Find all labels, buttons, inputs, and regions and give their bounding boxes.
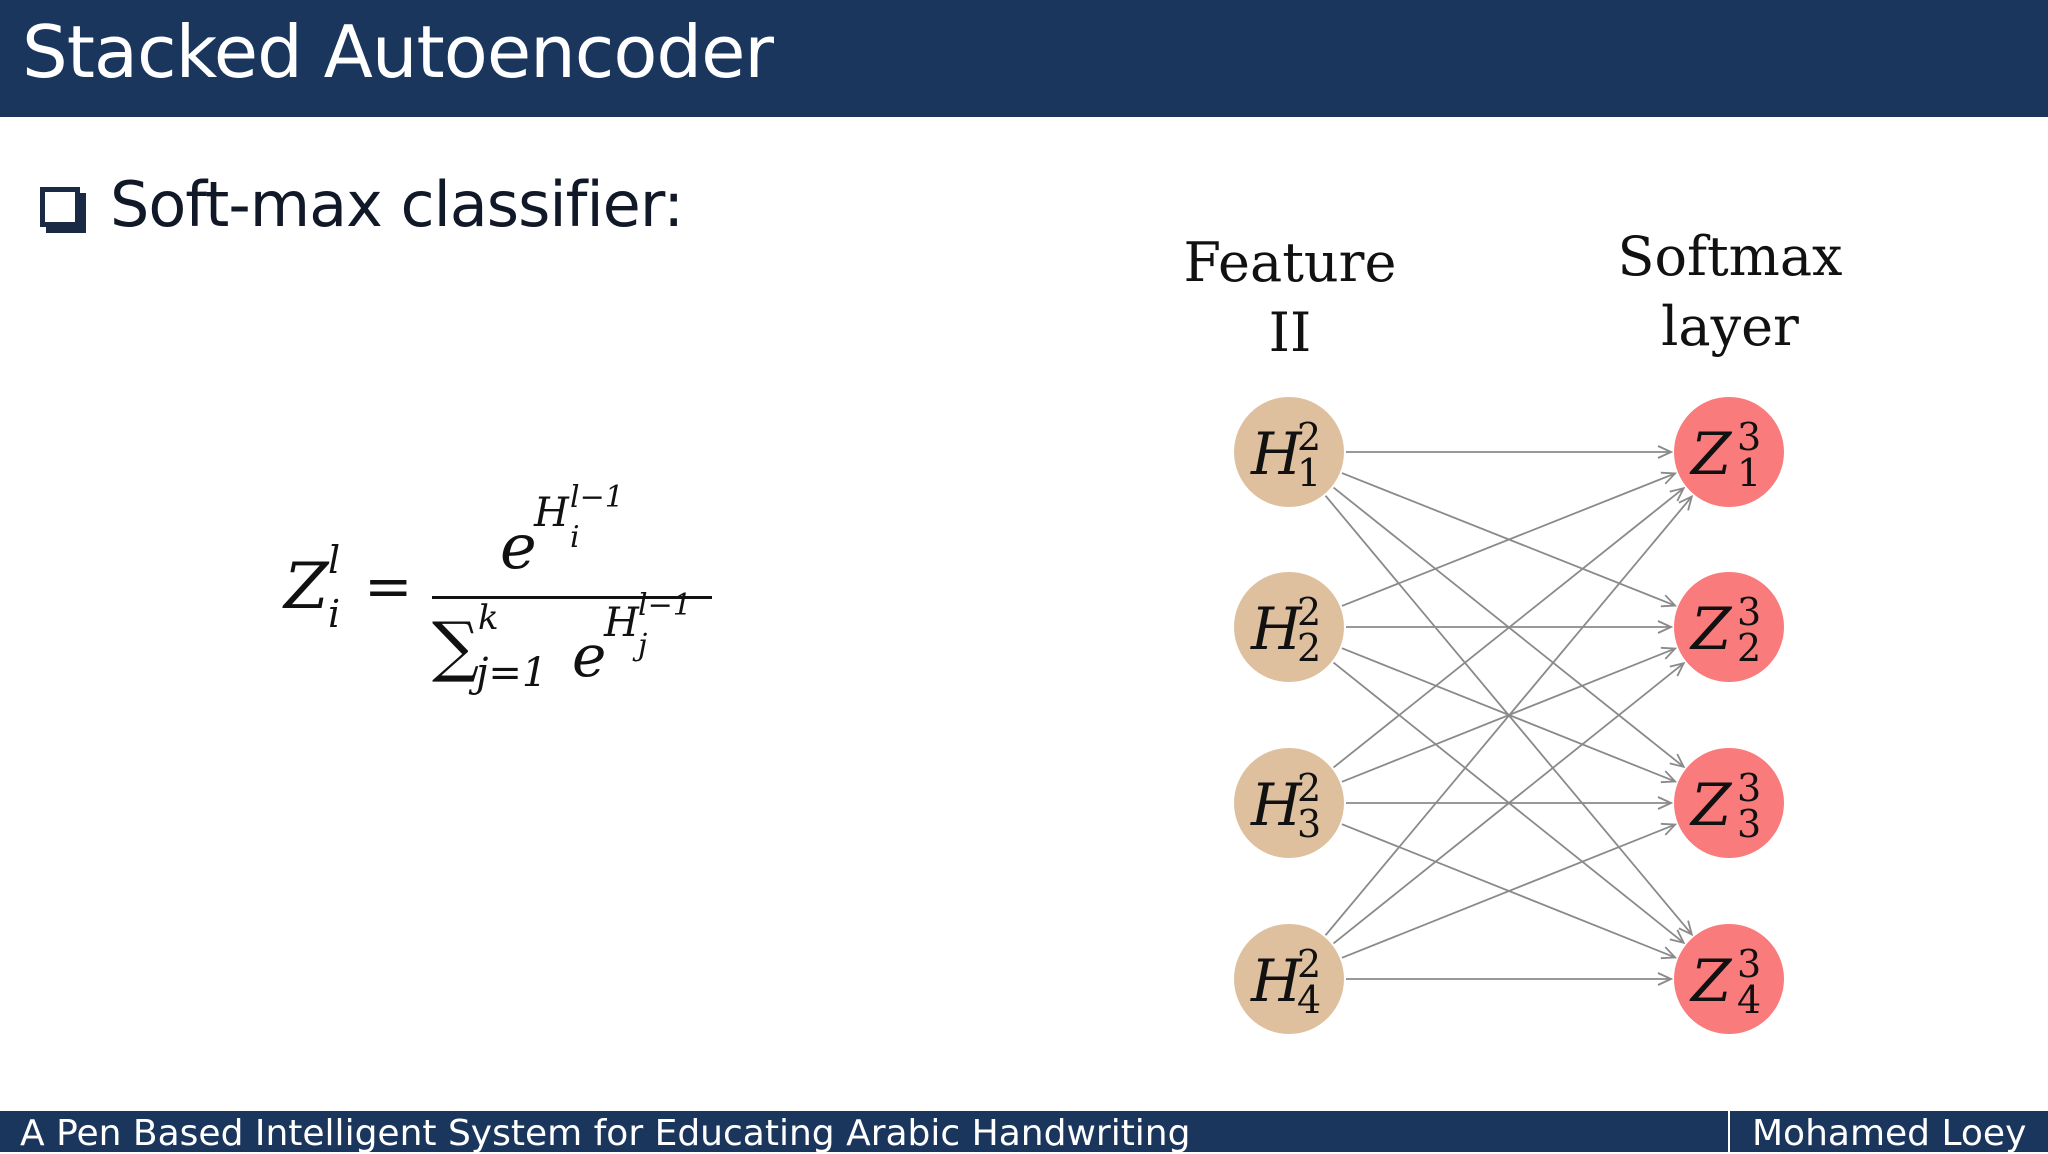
feature-node-h4-label: H bbox=[1250, 947, 1303, 1015]
softmax-node-z1-label-sup: 3 bbox=[1737, 415, 1761, 459]
edge-h4-z1 bbox=[1324, 497, 1692, 936]
right-layer-title: Softmax layer bbox=[1600, 222, 1860, 362]
edge-h4-z2 bbox=[1332, 663, 1684, 945]
feature-node-h3-label-sup: 2 bbox=[1297, 766, 1321, 810]
softmax-node-z3-circle bbox=[1674, 748, 1784, 858]
feature-node-h2-circle bbox=[1234, 572, 1344, 682]
softmax-node-z1-circle bbox=[1674, 397, 1784, 507]
sum-sigma: ∑ bbox=[432, 608, 480, 685]
softmax-node-z4-label-sup: 3 bbox=[1737, 942, 1761, 986]
softmax-node-z3-label: Z bbox=[1689, 771, 1733, 839]
footer-project-title: A Pen Based Intelligent System for Educa… bbox=[20, 1113, 1191, 1154]
softmax-node-z2-label-sub: 2 bbox=[1737, 626, 1761, 670]
softmax-node-z4-label: Z bbox=[1689, 947, 1733, 1015]
denominator-exponent: H bbox=[604, 600, 639, 646]
feature-node-h3: H23 bbox=[1234, 748, 1344, 858]
softmax-node-z2-circle bbox=[1674, 572, 1784, 682]
left-layer-title: Feature II bbox=[1160, 228, 1420, 368]
feature-node-h4-label-sup: 2 bbox=[1297, 942, 1321, 986]
feature-node-h3-label: H bbox=[1250, 771, 1303, 839]
softmax-node-z1-label: Z bbox=[1689, 420, 1733, 488]
numerator-base: e bbox=[500, 510, 537, 583]
feature-node-h1-label: H bbox=[1250, 420, 1303, 488]
sum-lower-limit: j=1 bbox=[476, 650, 548, 696]
fraction-bar bbox=[432, 596, 712, 599]
formula-lhs-sub: i bbox=[328, 592, 341, 636]
feature-node-h1: H21 bbox=[1234, 397, 1344, 507]
numerator-exponent: H bbox=[534, 490, 569, 536]
feature-node-h4: H24 bbox=[1234, 924, 1344, 1034]
right-layer-title-line2: layer bbox=[1661, 295, 1799, 358]
slide-header: Stacked Autoencoder bbox=[0, 0, 2048, 117]
slide-title: Stacked Autoencoder bbox=[22, 10, 774, 94]
right-layer-title-line1: Softmax bbox=[1617, 225, 1843, 288]
formula-equals: = bbox=[364, 552, 413, 620]
feature-node-h3-label-sub: 3 bbox=[1297, 802, 1321, 846]
feature-node-h1-label-sup: 2 bbox=[1297, 415, 1321, 459]
formula-lhs-sup: l bbox=[328, 538, 341, 582]
network-edges bbox=[1324, 452, 1692, 979]
formula-lhs: Z bbox=[284, 550, 329, 624]
feature-node-h1-circle bbox=[1234, 397, 1344, 507]
denominator-base: e bbox=[572, 622, 607, 690]
edge-h4-z3 bbox=[1341, 825, 1675, 959]
feature-node-h1-label-sub: 1 bbox=[1297, 451, 1321, 495]
denominator-exponent-sub: j bbox=[638, 628, 648, 663]
bullet-text: Soft-max classifier: bbox=[110, 168, 684, 241]
numerator-exponent-sub: i bbox=[570, 520, 580, 555]
softmax-node-z2-label: Z bbox=[1689, 595, 1733, 663]
edge-h2-z1 bbox=[1341, 473, 1675, 607]
softmax-formula: Z l i = e H l−1 i ∑ k j=1 e H l−1 j bbox=[282, 480, 742, 730]
feature-node-h2-label-sub: 2 bbox=[1297, 626, 1321, 670]
feature-node-h4-label-sub: 4 bbox=[1297, 978, 1321, 1022]
denominator-exponent-sup: l−1 bbox=[638, 588, 692, 623]
feature-node-h2: H22 bbox=[1234, 572, 1344, 682]
softmax-node-z3-label-sub: 3 bbox=[1737, 802, 1761, 846]
feature-node-h3-circle bbox=[1234, 748, 1344, 858]
feature-node-h2-label-sup: 2 bbox=[1297, 590, 1321, 634]
left-layer-title-line2: II bbox=[1268, 301, 1312, 364]
sum-upper-limit: k bbox=[478, 598, 499, 638]
softmax-node-z4-label-sub: 4 bbox=[1737, 978, 1761, 1022]
softmax-node-z2-label-sup: 3 bbox=[1737, 590, 1761, 634]
edge-h3-z1 bbox=[1332, 488, 1684, 769]
footer-author: Mohamed Loey bbox=[1752, 1113, 2027, 1154]
checkbox-bullet-icon bbox=[40, 186, 80, 227]
feature-node-h4-circle bbox=[1234, 924, 1344, 1034]
softmax-node-z3-label-sup: 3 bbox=[1737, 766, 1761, 810]
numerator-exponent-sup: l−1 bbox=[570, 480, 624, 515]
footer-divider bbox=[1728, 1111, 1730, 1152]
softmax-node-z1-label-sub: 1 bbox=[1737, 451, 1761, 495]
slide-footer: A Pen Based Intelligent System for Educa… bbox=[0, 1111, 2048, 1154]
left-layer-title-line1: Feature bbox=[1183, 231, 1397, 294]
bullet-item: Soft-max classifier: bbox=[40, 168, 684, 241]
softmax-node-z4-circle bbox=[1674, 924, 1784, 1034]
feature-node-h2-label: H bbox=[1250, 595, 1303, 663]
